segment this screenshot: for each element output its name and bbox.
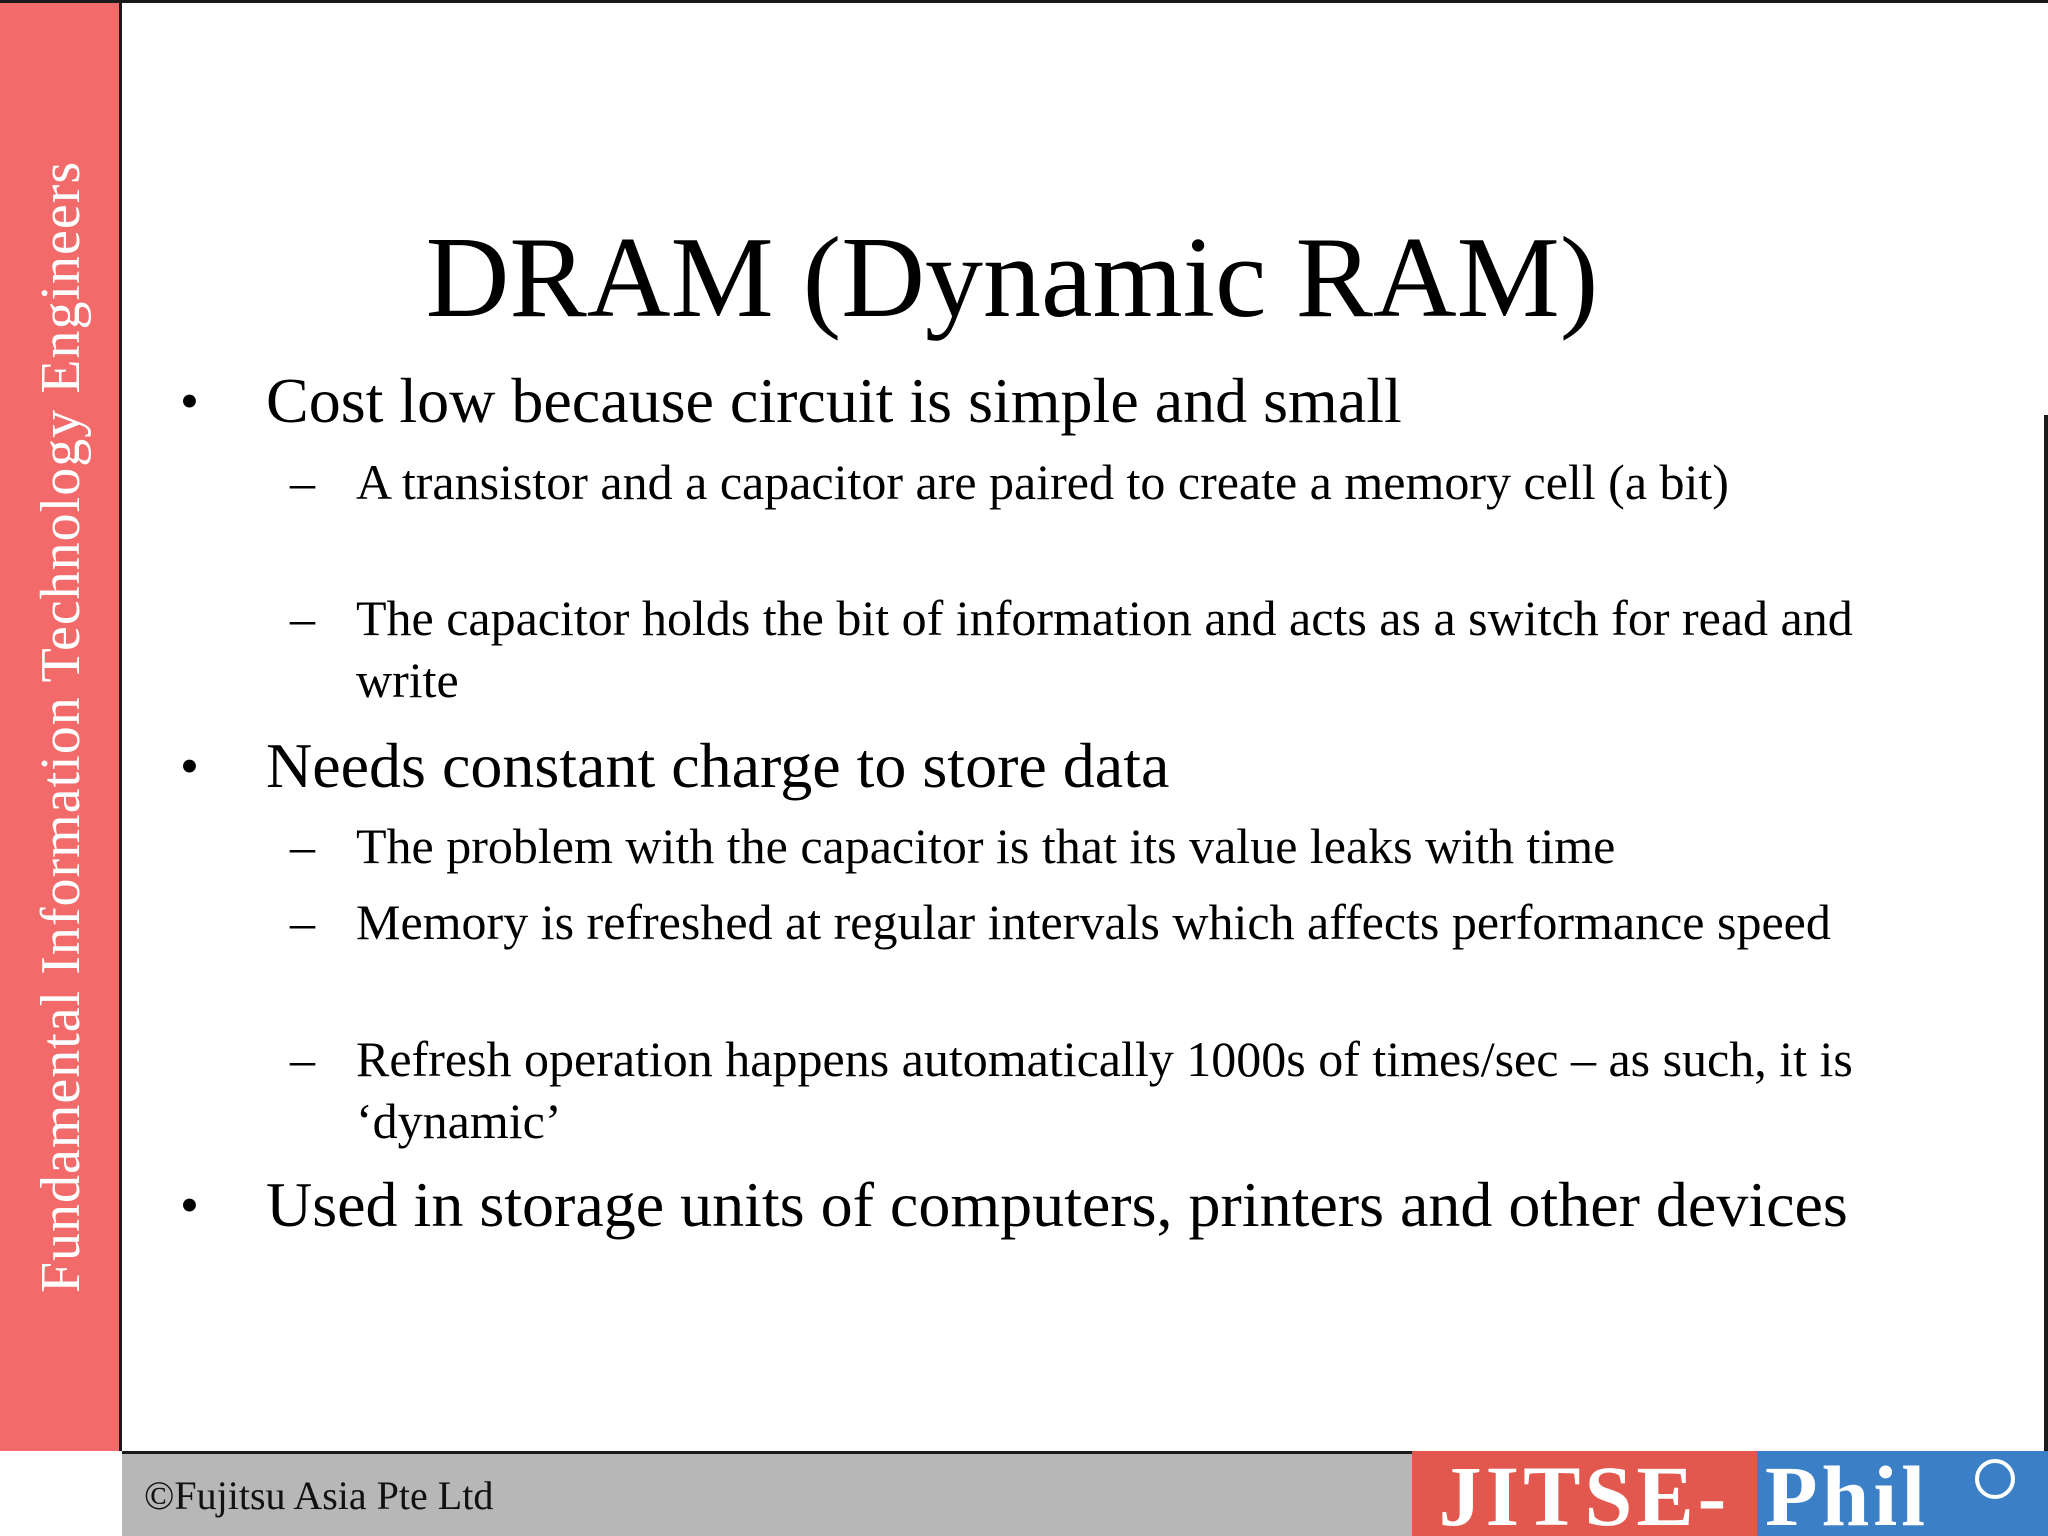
sub-bullet-marker: – — [290, 590, 315, 646]
copyright-text: ©Fujitsu Asia Pte Ltd — [144, 1473, 494, 1518]
sub-bullet-text: The problem with the capacitor is that i… — [356, 818, 1616, 874]
sidebar-band: Fundamental Information Technology Engin… — [0, 3, 122, 1451]
right-edge-line — [2044, 415, 2048, 1451]
slide-title: DRAM (Dynamic RAM) — [425, 214, 1599, 342]
sub-bullet-text: The capacitor holds the bit of informati… — [356, 590, 1853, 708]
bullet-text: Cost low because circuit is simple and s… — [266, 365, 1402, 436]
bullet-marker: • — [180, 371, 199, 431]
sub-bullet-marker: – — [290, 818, 315, 874]
sub-bullet-marker: – — [290, 894, 315, 950]
bullet-text: Used in storage units of computers, prin… — [266, 1169, 1848, 1240]
sub-bullet-marker: – — [290, 1031, 315, 1087]
registered-mark-icon — [1975, 1459, 2015, 1499]
logo-left-part: JITSE- — [1412, 1451, 1757, 1536]
bullet-marker: • — [180, 1175, 199, 1235]
jitse-phil-logo: JITSE- Phil — [1412, 1451, 2048, 1536]
slide-content: • Cost low because circuit is simple and… — [0, 3, 2048, 1451]
sub-bullet-text: Memory is refreshed at regular intervals… — [356, 894, 1831, 950]
bullet-marker: • — [180, 736, 199, 796]
sub-bullet-text: A transistor and a capacitor are paired … — [356, 454, 1729, 510]
sub-bullet-marker: – — [290, 454, 315, 510]
sub-bullet-text: Refresh operation happens automatically … — [356, 1031, 1853, 1149]
bullet-text: Needs constant charge to store data — [266, 730, 1170, 801]
footer-bar: ©Fujitsu Asia Pte Ltd JITSE- Phil — [122, 1451, 2048, 1536]
